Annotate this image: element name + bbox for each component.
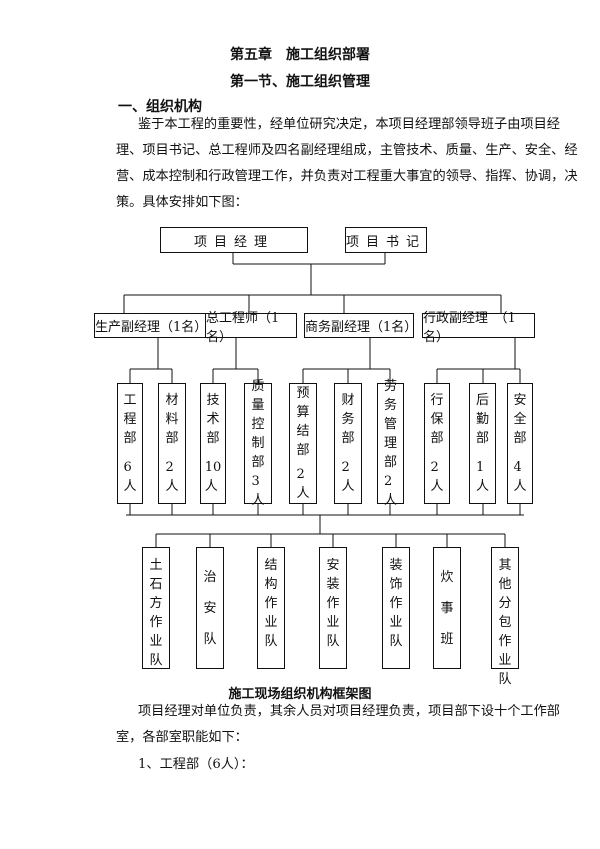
box-production-deputy: 生产副经理（1名） <box>94 313 207 338</box>
intro-line-2: 理、项目书记、总工程师及四名副经理组成，主管技术、质量、生产、安全、经 <box>116 143 578 158</box>
department-name: 财务部 <box>341 393 355 446</box>
box-project-secretary: 项目书记 <box>345 227 427 253</box>
after-line-2: 室，各部室职能如下： <box>116 730 248 745</box>
department-name: 技术部 <box>206 393 220 446</box>
team-box: 安装作业队 <box>319 547 347 669</box>
intro-line-1: 鉴于本工程的重要性，经单位研究决定，本项目经理部领导班子由项目经 <box>138 117 560 132</box>
intro-line-3: 营、成本控制和行政管理工作，并负责对工程重大事宜的领导、指挥、协调，决 <box>116 169 578 184</box>
chapter-title: 第五章 施工组织部署 <box>230 47 370 63</box>
team-box: 其他分包作业队 <box>491 547 519 687</box>
box-commercial-deputy: 商务副经理（1名） <box>304 313 417 338</box>
section-title: 第一节、施工组织管理 <box>230 74 370 90</box>
department-name: 后勤部 <box>475 393 489 446</box>
box-chief-engineer: 总工程师（1名） <box>205 311 297 345</box>
team-box: 治安队 <box>196 547 224 669</box>
team-box: 炊事班 <box>433 547 461 669</box>
team-box: 装饰作业队 <box>382 547 410 669</box>
box-project-manager: 项目经理 <box>160 227 308 253</box>
team-box: 结构作业队 <box>257 547 285 669</box>
heading-org-structure: 一、组织机构 <box>118 99 202 115</box>
team-box: 土石方作业队 <box>142 547 170 669</box>
after-line-1: 项目经理对单位负责，其余人员对项目经理负责，项目部下设十个工作部 <box>138 704 560 719</box>
department-name: 材料部 <box>165 393 179 446</box>
box-admin-deputy: 行政副经理 （1名） <box>422 311 535 345</box>
department-name: 预算结部 <box>296 386 310 458</box>
department-name: 劳务管理部 <box>383 379 397 470</box>
department-name: 质量控制部 <box>251 379 265 470</box>
intro-line-4: 策。具体安排如下图： <box>116 195 248 210</box>
department-name: 安全部 <box>513 393 527 446</box>
department-name: 行保部 <box>430 393 444 446</box>
chart-caption: 施工现场组织机构框架图 <box>228 687 372 702</box>
department-name: 工程部 <box>123 393 137 446</box>
item-engineering-dept: 1、工程部（6人）： <box>138 757 254 772</box>
